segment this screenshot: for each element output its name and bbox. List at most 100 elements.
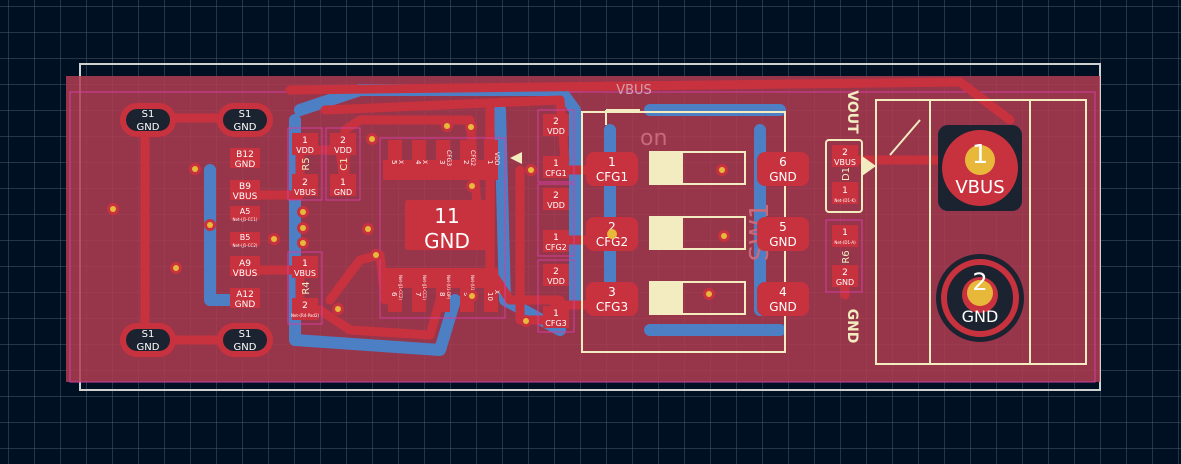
pad-number: 1 — [842, 186, 848, 196]
ic-pin-net: VDD — [493, 152, 500, 166]
terminal-pin-1[interactable]: 1 VBUS — [938, 125, 1022, 211]
pad-number: 2 — [553, 267, 559, 277]
usb-contact-pad[interactable]: B9 VBUS — [230, 180, 260, 202]
usb-contact-pad[interactable]: A9 VBUS — [230, 256, 260, 279]
ic-pin-net: Net-(J1-CC1) — [422, 275, 427, 300]
pad-number: 1 — [302, 259, 308, 269]
pad-pin-label: S1 — [142, 109, 155, 120]
usb-shield-pad[interactable]: S1 GND — [217, 323, 273, 357]
pad-pin-label: B5 — [240, 233, 251, 242]
component-ref: D1 — [841, 167, 852, 181]
pad-net: VDD — [547, 201, 565, 210]
dip-pad[interactable]: 4 GND — [757, 282, 809, 316]
pad-net: VDD — [296, 146, 314, 155]
pad-net: VDD — [547, 277, 565, 286]
pad-pin-label: A5 — [240, 207, 251, 216]
pad-net: VBUS — [294, 188, 316, 197]
pad-net: VDD — [547, 127, 565, 136]
pad-pin-label: B9 — [239, 182, 251, 192]
pad-number: 3 — [608, 285, 616, 299]
silkscreen-fills — [510, 152, 876, 314]
component-ref: R5 — [301, 157, 312, 170]
usb-shield-pad[interactable]: S1 GND — [120, 323, 176, 357]
terminal-pin-2[interactable]: 2 GND — [936, 254, 1024, 342]
ic-top-pads[interactable] — [388, 140, 498, 180]
pad-net-label: GND — [234, 342, 257, 353]
pad-net: Net-(D1-A) — [834, 240, 856, 245]
pad-net: CFG1 — [545, 169, 566, 178]
pad-number: 2 — [608, 220, 616, 234]
net-label-vbus: VBUS — [616, 83, 652, 98]
ic-exposed-pad[interactable] — [405, 200, 490, 250]
pad-number: 1 — [842, 228, 848, 238]
pad-number: 2 — [340, 136, 346, 146]
pad-number: 1 — [302, 136, 308, 146]
pad-pin-label: B12 — [236, 150, 254, 160]
pad-net-label: GND — [235, 300, 256, 310]
pad-pin-label: S1 — [239, 329, 252, 340]
dip-switch-sw1[interactable]: on SW1 1 CFG1 2 CFG2 3 CFG3 6 GND 5 GND — [586, 126, 809, 316]
cfg-resistor[interactable]: 2 VDD 1 CFG3 — [537, 259, 575, 333]
pad-number: 2 — [553, 117, 559, 127]
usb-contact-pad[interactable]: A5 Net-(J1-CC1) — [230, 206, 260, 222]
pad-net: VBUS — [834, 158, 856, 167]
resistor-r4[interactable]: R4 1 VBUS 2 Net-(R4-Pad2) — [287, 251, 323, 325]
cfg-resistor[interactable]: 2 VDD 1 CFG1 — [537, 109, 575, 183]
pad-net: CFG3 — [596, 300, 628, 314]
dip-pad[interactable]: 1 CFG1 — [586, 152, 638, 186]
dip-pad[interactable]: 6 GND — [757, 152, 809, 186]
pad-net: CFG2 — [596, 235, 628, 249]
ic-pin-net: X — [397, 160, 404, 164]
usb-shield-pad[interactable]: S1 GND — [217, 103, 273, 137]
ic-pin-net: Net-(U1-DP) — [446, 275, 451, 299]
usb-contact-pad[interactable]: A12 GND — [230, 288, 260, 310]
silk-on-label: on — [640, 126, 667, 151]
pad-pin-label: A9 — [239, 259, 251, 269]
pad-net: CFG3 — [545, 319, 566, 328]
usb-connector[interactable]: S1 GND S1 GND S1 GND S1 GND B12 GND B9 V… — [120, 103, 273, 357]
pad-net: CFG2 — [545, 243, 566, 252]
pad-pin-label: S1 — [239, 109, 252, 120]
dip-pad[interactable]: 3 CFG3 — [586, 282, 638, 316]
ic-pin-number: 10 — [486, 292, 494, 301]
pad-net: VBUS — [294, 269, 316, 278]
usb-contact-pad[interactable]: B12 GND — [230, 148, 260, 170]
pad-pin-label: A12 — [236, 290, 254, 300]
ic-pin-net: X — [421, 160, 428, 164]
ic-pin-number: 9 — [462, 292, 470, 296]
pad-net: GND — [769, 235, 797, 249]
pad-net: GND — [962, 307, 999, 326]
pad-number: 1 — [553, 159, 559, 169]
pad-number: 2 — [842, 148, 848, 158]
component-ref: R6 — [841, 250, 852, 263]
component-ref: C1 — [339, 157, 350, 170]
ic-bottom-pads[interactable] — [388, 272, 498, 312]
pad-net-label: Net-(J1-CC1) — [233, 217, 258, 222]
pad-net: VDD — [334, 146, 352, 155]
pad-number: 2 — [842, 268, 848, 278]
ic-pin-number: 3 — [438, 160, 446, 164]
pad-net: GND — [334, 188, 352, 197]
usb-shield-pad[interactable]: S1 GND — [120, 103, 176, 137]
ic-center-net: GND — [424, 229, 470, 253]
net-label-vout: VOUT — [844, 90, 860, 134]
resistor-r5[interactable]: R5 1 VDD 2 VBUS — [287, 127, 323, 201]
ic-pin-net: Net-(U1-DM) — [470, 275, 475, 300]
pad-net: VBUS — [955, 177, 1004, 198]
dip-pad[interactable]: 5 GND — [757, 217, 809, 251]
capacitor-c1[interactable]: C1 2 VDD 1 GND — [325, 127, 361, 201]
ic-pin-number: 6 — [390, 292, 398, 297]
pad-number: 2 — [553, 191, 559, 201]
ic-u1[interactable]: 11 GND 5 4 3 2 1 X X CFG3 CFG2 VDD 6 7 8… — [379, 137, 506, 319]
resistor-r6[interactable]: 1 Net-(D1-A) R6 2 GND — [825, 219, 863, 293]
ic-pin-net: X — [493, 290, 500, 294]
cfg-resistor[interactable]: 2 VDD 1 CFG2 — [537, 183, 575, 257]
pad-number: 1 — [972, 140, 989, 170]
pad-net-label: Net-(J1-CC2) — [233, 243, 258, 248]
ic-pin-number: 2 — [462, 160, 470, 164]
pad-pin-label: S1 — [142, 329, 155, 340]
led-d1[interactable]: 2 VBUS D1 1 Net-(D1-K) — [832, 145, 858, 204]
pad-net: GND — [769, 170, 797, 184]
usb-contact-pad[interactable]: B5 Net-(J1-CC2) — [230, 232, 260, 248]
